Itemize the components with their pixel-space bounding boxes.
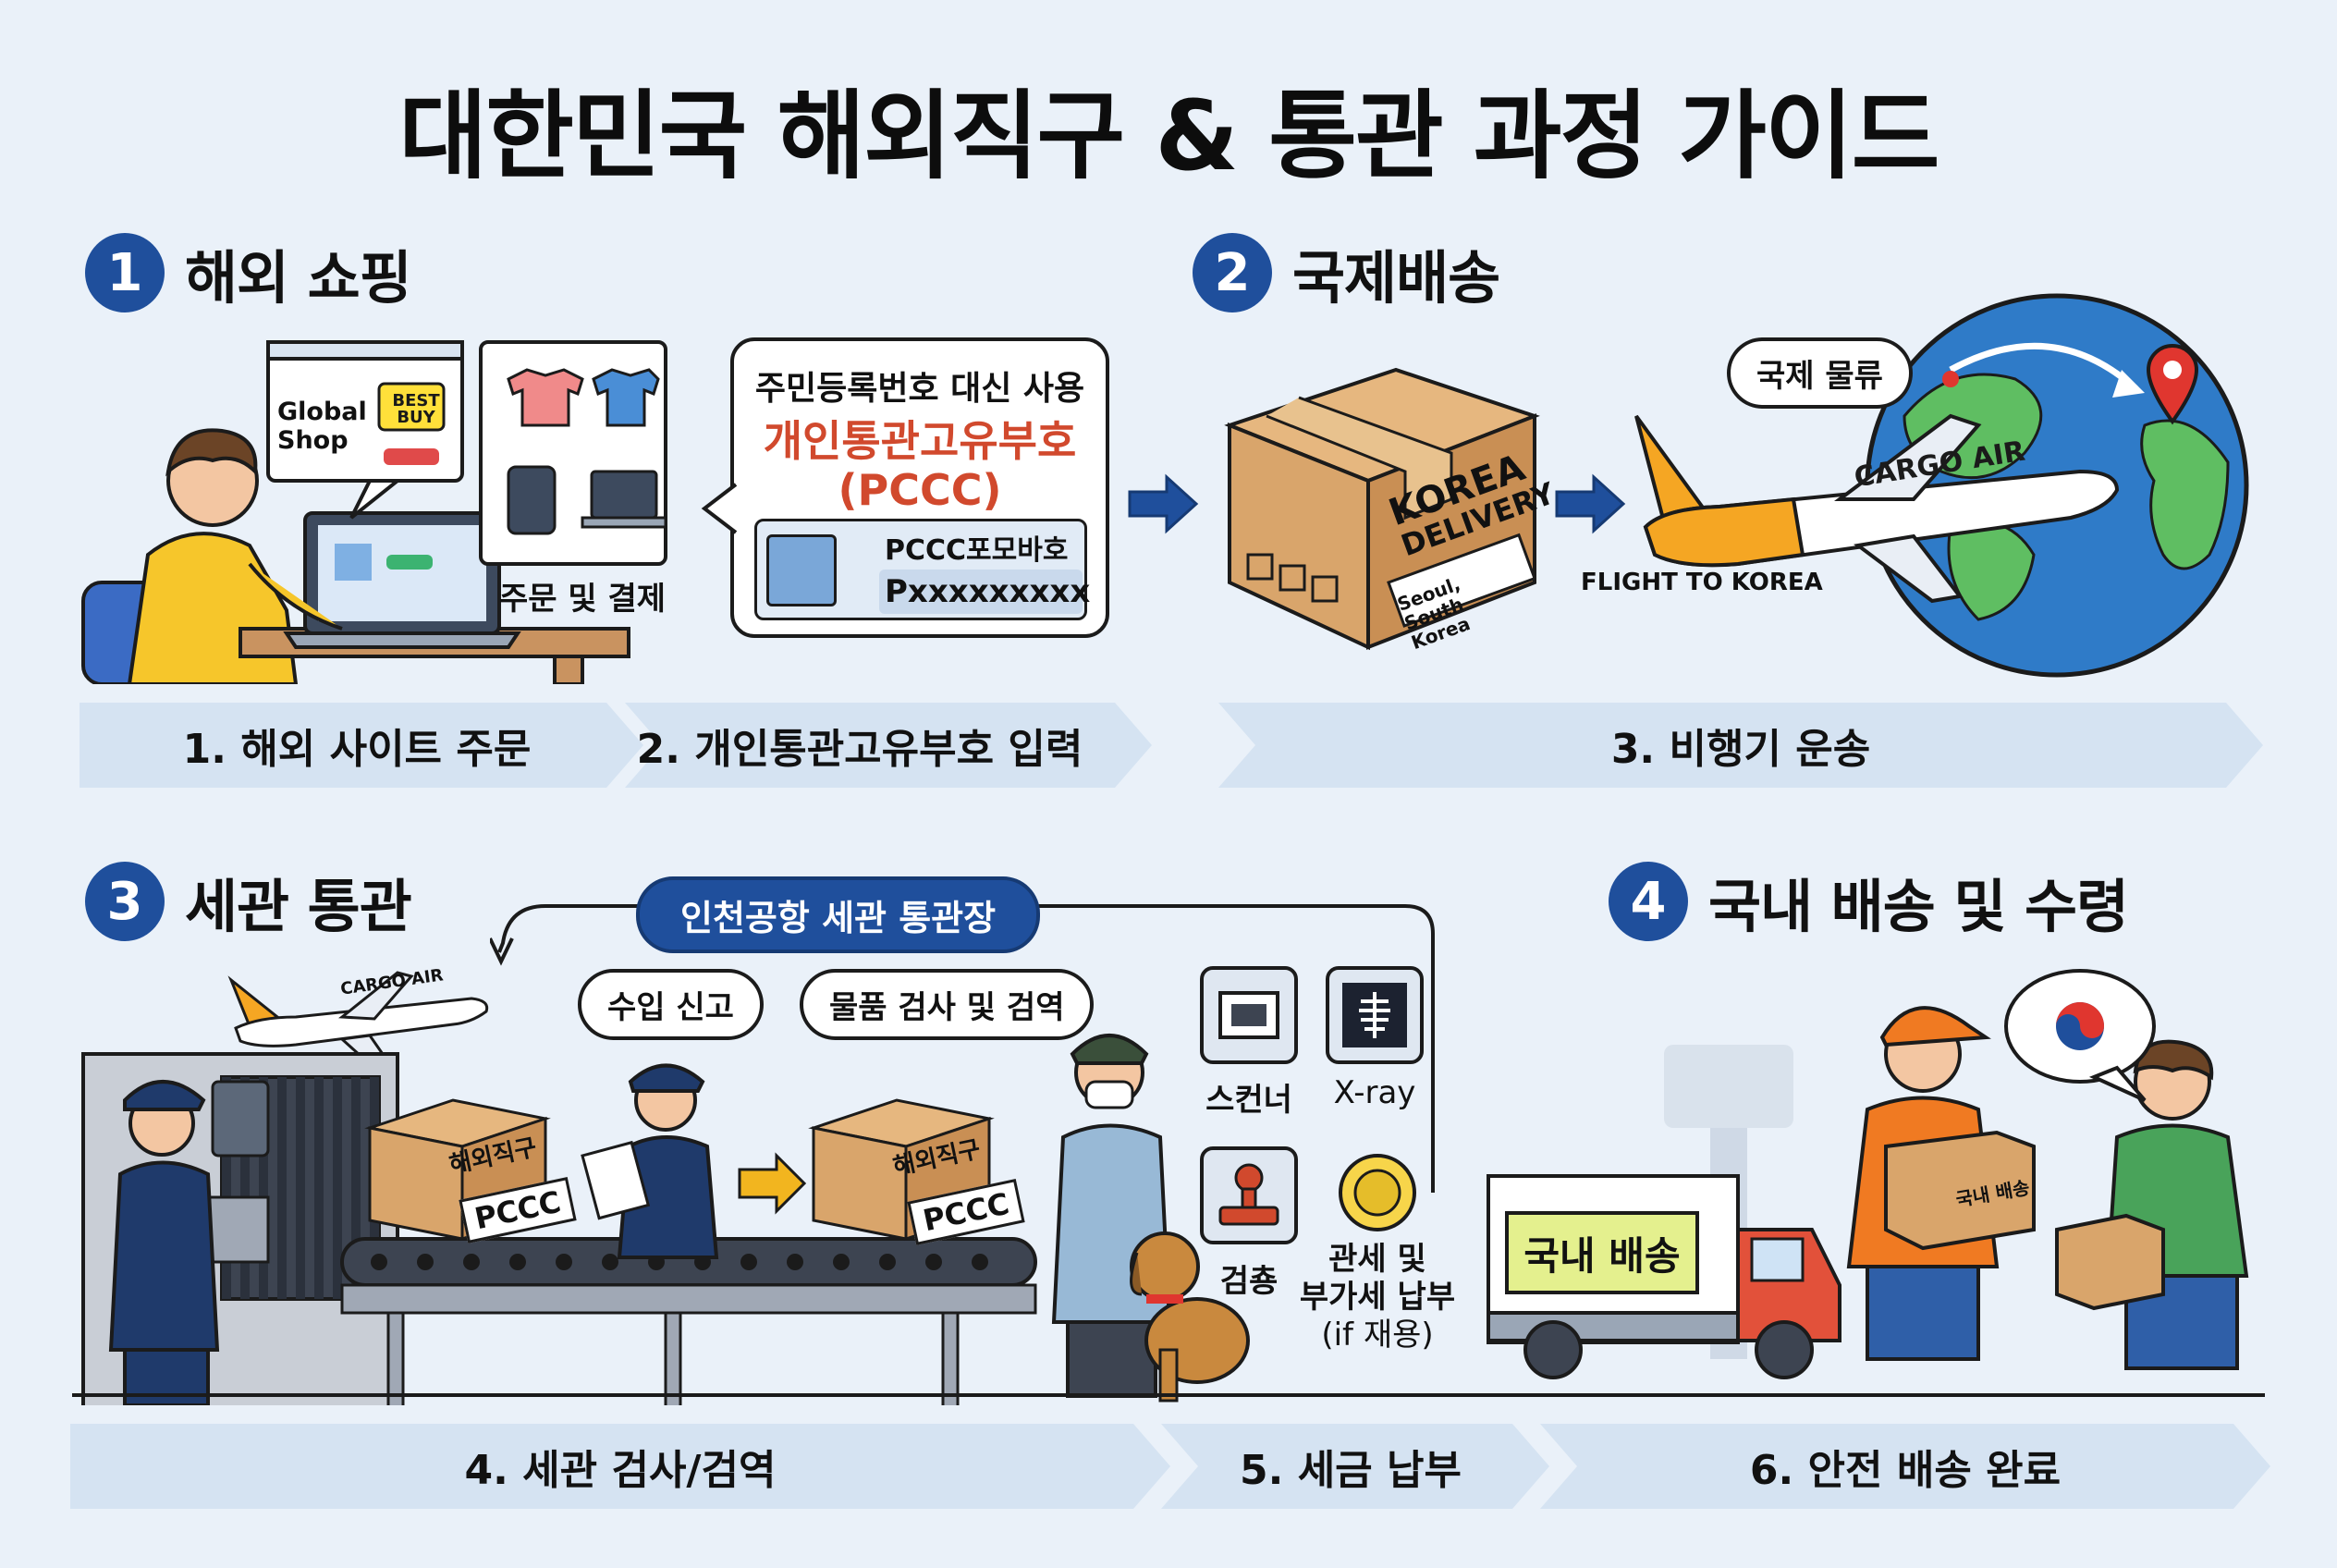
- phone-icon: [507, 465, 557, 535]
- truck-sign: 국내 배송: [1505, 1211, 1699, 1294]
- pccc-line-3: (PCCC): [838, 464, 1002, 515]
- customs-flow-line: [490, 904, 1435, 1193]
- step-5-label: 5. 세금 납부: [1240, 1447, 1462, 1494]
- arrow-right-icon: [1555, 473, 1626, 534]
- step-2-label: 2. 개인통관고유부호 입력: [636, 726, 1083, 773]
- tax-payment-label: 관세 및 부가세 납부 (if 재용): [1285, 1241, 1470, 1354]
- korea-peninsula: [2140, 419, 2230, 570]
- arrow-right-icon: [1128, 473, 1199, 534]
- step-1-label: 1. 해외 사이트 주문: [182, 726, 532, 773]
- step-number-badge: 2: [1193, 233, 1272, 312]
- korea-delivery-box: [1224, 367, 1540, 651]
- pccc-line-2: 개인통관고유부호: [763, 416, 1077, 466]
- xray-icon: [1326, 966, 1424, 1064]
- umbrella-icon: [1279, 564, 1306, 592]
- global-shop-label: Global Shop: [277, 398, 367, 456]
- xray-label: X-ray: [1333, 1074, 1416, 1111]
- section-1-header: 1 해외 쇼핑: [85, 231, 412, 314]
- best-buy-text: BEST BUY: [392, 391, 440, 427]
- step-number-badge: 3: [85, 862, 165, 941]
- import-declaration-bubble: 수입 신고: [578, 969, 764, 1040]
- t-shirt-icon: [592, 368, 660, 427]
- step-bar-top: [80, 703, 1152, 788]
- logistics-bubble: 국제 물류: [1727, 337, 1913, 409]
- incheon-customs-label: 인천공항 세관 통관장: [636, 876, 1041, 953]
- pccc-id-label: PCCC포모바호: [885, 534, 1069, 567]
- section-4-header: 4 국내 배송 및 수령: [1609, 860, 2129, 943]
- page-title: 대한민국 해외직구 & 통관 과정 가이드: [398, 80, 1940, 192]
- person-avatar-icon: [766, 534, 837, 606]
- laptop-icon: [590, 470, 658, 520]
- section-title: 국내 배송 및 수령: [1708, 873, 2129, 940]
- section-title: 국제배송: [1292, 244, 1500, 312]
- step-bar-bottom: [70, 1424, 2270, 1509]
- scanner-label: 스컨너: [1205, 1082, 1292, 1119]
- section-3-header: 3 세관 통관: [85, 860, 412, 943]
- tax-line-3: (if 재용): [1321, 1316, 1434, 1354]
- location-pin-icon: [2146, 344, 2199, 425]
- scanner-device-icon: [211, 1080, 270, 1158]
- inspection-bubble: 물품 검사 및 검역: [800, 969, 1095, 1040]
- inspection-stamp-label: 검춍: [1219, 1263, 1279, 1300]
- flight-caption: FLIGHT TO KOREA: [1581, 569, 1823, 596]
- arrow-right-icon: [738, 1152, 807, 1215]
- card-pointer: [701, 483, 738, 534]
- step-4-label: 4. 세관 검사/검역: [464, 1447, 777, 1494]
- delivery-scene: [1487, 969, 2249, 1379]
- fragile-icon: [1246, 553, 1274, 581]
- pccc-info-card: 주민등록번호 대신 사용 개인통관고유부호 (PCCC) PCCC포모바호 Px…: [730, 337, 1109, 638]
- section-title: 세관 통관: [185, 873, 412, 940]
- pccc-line-1: 주민등록번호 대신 사용: [754, 370, 1085, 408]
- shopper-illustration: [81, 340, 667, 684]
- order-payment-label: 주문 및 결제: [498, 581, 667, 618]
- tax-line-2: 부가세 납부: [1299, 1278, 1456, 1316]
- step-6-label: 6. 안전 배송 완료: [1749, 1447, 2062, 1494]
- stamp-icon: [1200, 1146, 1298, 1244]
- section-2-header: 2 국제배송: [1193, 231, 1500, 314]
- ground-line: [72, 1393, 2265, 1397]
- cargo-plane: [1634, 413, 2120, 604]
- officer-with-dog: [1051, 1034, 1250, 1403]
- best-buy-logo: [377, 382, 446, 432]
- tax-line-1: 관세 및: [1328, 1241, 1426, 1278]
- scanner-icon: [1200, 966, 1298, 1064]
- step-number-badge: 4: [1609, 862, 1688, 941]
- coin-tax-icon: [1339, 1154, 1416, 1231]
- step-number-badge: 1: [85, 233, 165, 312]
- this-side-up-icon: [1311, 575, 1339, 603]
- customs-scene: [81, 971, 1037, 1405]
- step-3-label: 3. 비행기 운송: [1610, 726, 1871, 773]
- section-title: 해외 쇼핑: [185, 244, 412, 312]
- t-shirt-icon: [507, 368, 584, 427]
- step-bar-top-right: [1218, 703, 2263, 788]
- pccc-id-value: Pxxxxxxxxx: [879, 570, 1090, 614]
- id-card: PCCC포모바호 Pxxxxxxxxx: [754, 519, 1090, 620]
